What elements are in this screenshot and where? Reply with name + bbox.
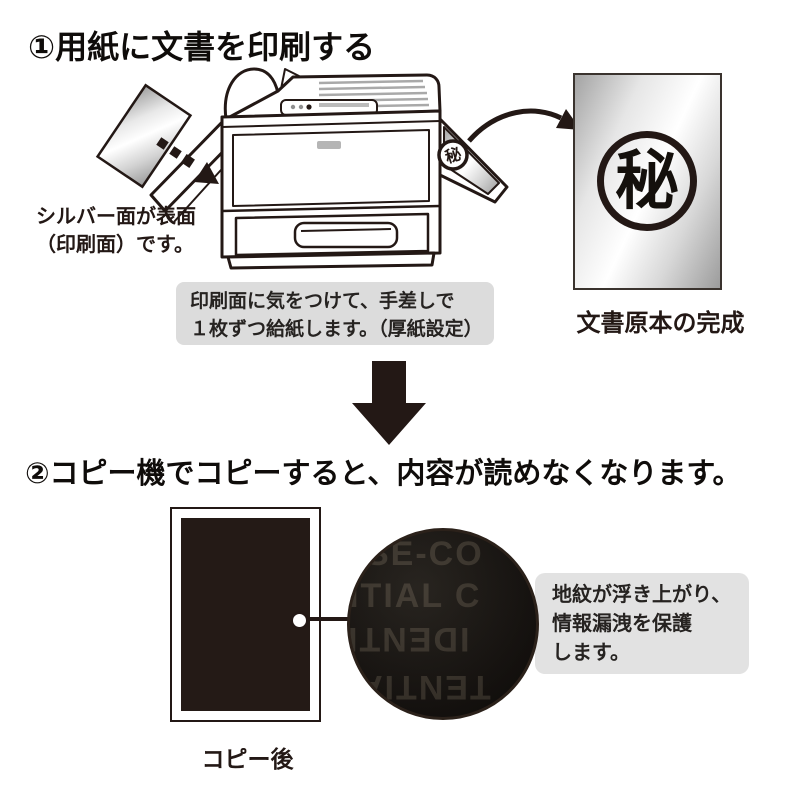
- secret-stamp-kanji: 秘: [615, 145, 679, 217]
- silver-sheet: [95, 83, 193, 189]
- silver-side-note-line1: シルバー面が表面: [36, 206, 196, 228]
- printer-front-panel: [232, 129, 430, 207]
- printer-logo-plate: [317, 141, 341, 149]
- printer-lower-band: [221, 204, 441, 213]
- arrow-to-document-icon: [467, 108, 563, 143]
- step2-heading: ②コピー機でコピーすると、内容が読めなくなります。: [25, 458, 742, 490]
- magnifier-circle: SE-CO NTIAL C IDENTI TENTIA: [347, 528, 539, 720]
- printer-top-deck: [224, 73, 442, 121]
- pattern-row: SE-CO: [366, 535, 484, 574]
- magnifier-shade: [350, 531, 536, 717]
- protection-callout-box: 地紋が浮き上がり、 情報漏洩を保護 します。: [535, 573, 749, 674]
- panel-button: [290, 104, 296, 110]
- copied-document-label: コピー後: [201, 746, 294, 772]
- panel-display-bar: [319, 103, 369, 107]
- pattern-row: NTIAL C: [350, 577, 481, 616]
- drawer-handle: [293, 221, 399, 249]
- callout-line3: します。: [552, 642, 630, 664]
- original-document-label: 文書原本の完成: [576, 310, 745, 337]
- feed-instruction-line2: １枚ずつ給紙します。（厚紙設定）: [190, 319, 483, 340]
- callout-line1: 地紋が浮き上がり、: [552, 584, 732, 606]
- panel-button: [298, 104, 304, 110]
- connector-dot: [290, 611, 309, 630]
- step1-heading: ①用紙に文書を印刷する: [28, 29, 376, 65]
- callout-line2: 情報漏洩を保護: [552, 613, 692, 635]
- silver-side-note: シルバー面が表面 （印刷面）です。: [36, 203, 196, 259]
- output-stamp-circle: [437, 139, 469, 171]
- secret-stamp-ring: 秘: [597, 131, 697, 231]
- printer-illustration: 秘: [95, 67, 581, 270]
- printer-body-band: [221, 120, 441, 128]
- panel-button: [306, 104, 312, 110]
- feed-instruction-box: 印刷面に気をつけて、手差しで １枚ずつ給紙します。（厚紙設定）: [176, 282, 494, 345]
- connector-line: [301, 617, 353, 621]
- printer-base: [226, 251, 436, 270]
- down-arrow-icon: [352, 361, 426, 445]
- paper-drawer: [234, 212, 430, 257]
- output-stamp-text: 秘: [443, 144, 464, 167]
- feed-arrow-icon: [156, 137, 219, 184]
- copied-document: [170, 507, 321, 722]
- copied-document-fill: [181, 518, 310, 711]
- feed-instruction-line1: 印刷面に気をつけて、手差しで: [190, 291, 455, 312]
- drawer-handle-line: [300, 228, 392, 232]
- silver-side-note-line2: （印刷面）です。: [36, 234, 194, 256]
